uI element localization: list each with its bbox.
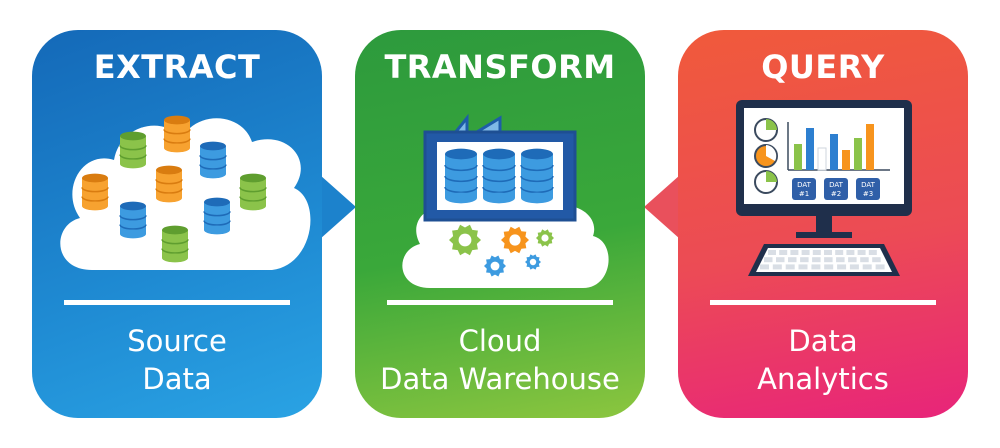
database-icon	[482, 148, 516, 204]
database-icon	[239, 173, 267, 211]
pie-chart-icon	[754, 170, 778, 194]
database-icon	[203, 197, 231, 235]
transform-label-line1: Cloud	[458, 324, 542, 358]
dat-button-2[interactable]: DAT #2	[824, 178, 848, 200]
transform-panel: TRANSFORM Cloud Data Warehouse	[355, 30, 645, 418]
source-data-illustration	[60, 115, 311, 270]
pie-chart-group	[754, 118, 778, 194]
transform-divider	[387, 300, 613, 305]
database-icon	[155, 165, 183, 203]
extract-panel: EXTRACT Source Data	[32, 30, 322, 418]
arrow-extract-to-transform	[320, 175, 356, 239]
pie-chart-icon	[754, 144, 778, 168]
database-group	[81, 115, 267, 263]
gear-icon	[484, 255, 506, 277]
svg-text:DAT: DAT	[861, 181, 876, 189]
cloud-warehouse-illustration	[402, 113, 609, 288]
warehouse-databases	[444, 148, 554, 204]
query-divider	[710, 300, 936, 305]
keyboard-icon	[748, 244, 900, 276]
dat-button-3[interactable]: DAT #3	[856, 178, 880, 200]
transform-label-line2: Data Warehouse	[380, 362, 620, 396]
svg-text:#1: #1	[799, 190, 809, 198]
gear-icon	[536, 229, 554, 247]
svg-text:DAT: DAT	[797, 181, 812, 189]
transform-title: TRANSFORM	[384, 48, 616, 86]
query-title: QUERY	[761, 48, 885, 86]
arrow-query-to-transform	[644, 175, 680, 239]
pie-chart-icon	[754, 118, 778, 142]
extract-divider	[64, 300, 290, 305]
database-icon	[520, 148, 554, 204]
database-icon	[119, 201, 147, 239]
gear-group	[449, 224, 554, 277]
gear-icon	[525, 254, 541, 270]
bar-chart-icon	[787, 122, 890, 171]
query-label: Data Analytics	[678, 322, 968, 398]
query-panel: QUERY DAT #1	[678, 30, 968, 418]
database-icon	[81, 173, 109, 211]
database-icon	[161, 225, 189, 263]
extract-label-line1: Source	[127, 324, 227, 358]
database-icon	[444, 148, 478, 204]
gear-icon	[501, 226, 529, 254]
query-label-line1: Data	[788, 324, 858, 358]
svg-text:DAT: DAT	[829, 181, 844, 189]
database-icon	[199, 141, 227, 179]
data-analytics-illustration: DAT #1 DAT #2 DAT #3	[736, 100, 912, 276]
dat-button-1[interactable]: DAT #1	[792, 178, 816, 200]
database-icon	[119, 131, 147, 169]
extract-title: EXTRACT	[93, 48, 261, 86]
svg-text:#2: #2	[831, 190, 841, 198]
transform-label: Cloud Data Warehouse	[355, 322, 645, 398]
extract-label-line2: Data	[142, 362, 212, 396]
gear-icon	[449, 224, 481, 256]
database-icon	[163, 115, 191, 153]
svg-text:#3: #3	[863, 190, 873, 198]
query-label-line2: Analytics	[757, 362, 889, 396]
extract-label: Source Data	[32, 322, 322, 398]
